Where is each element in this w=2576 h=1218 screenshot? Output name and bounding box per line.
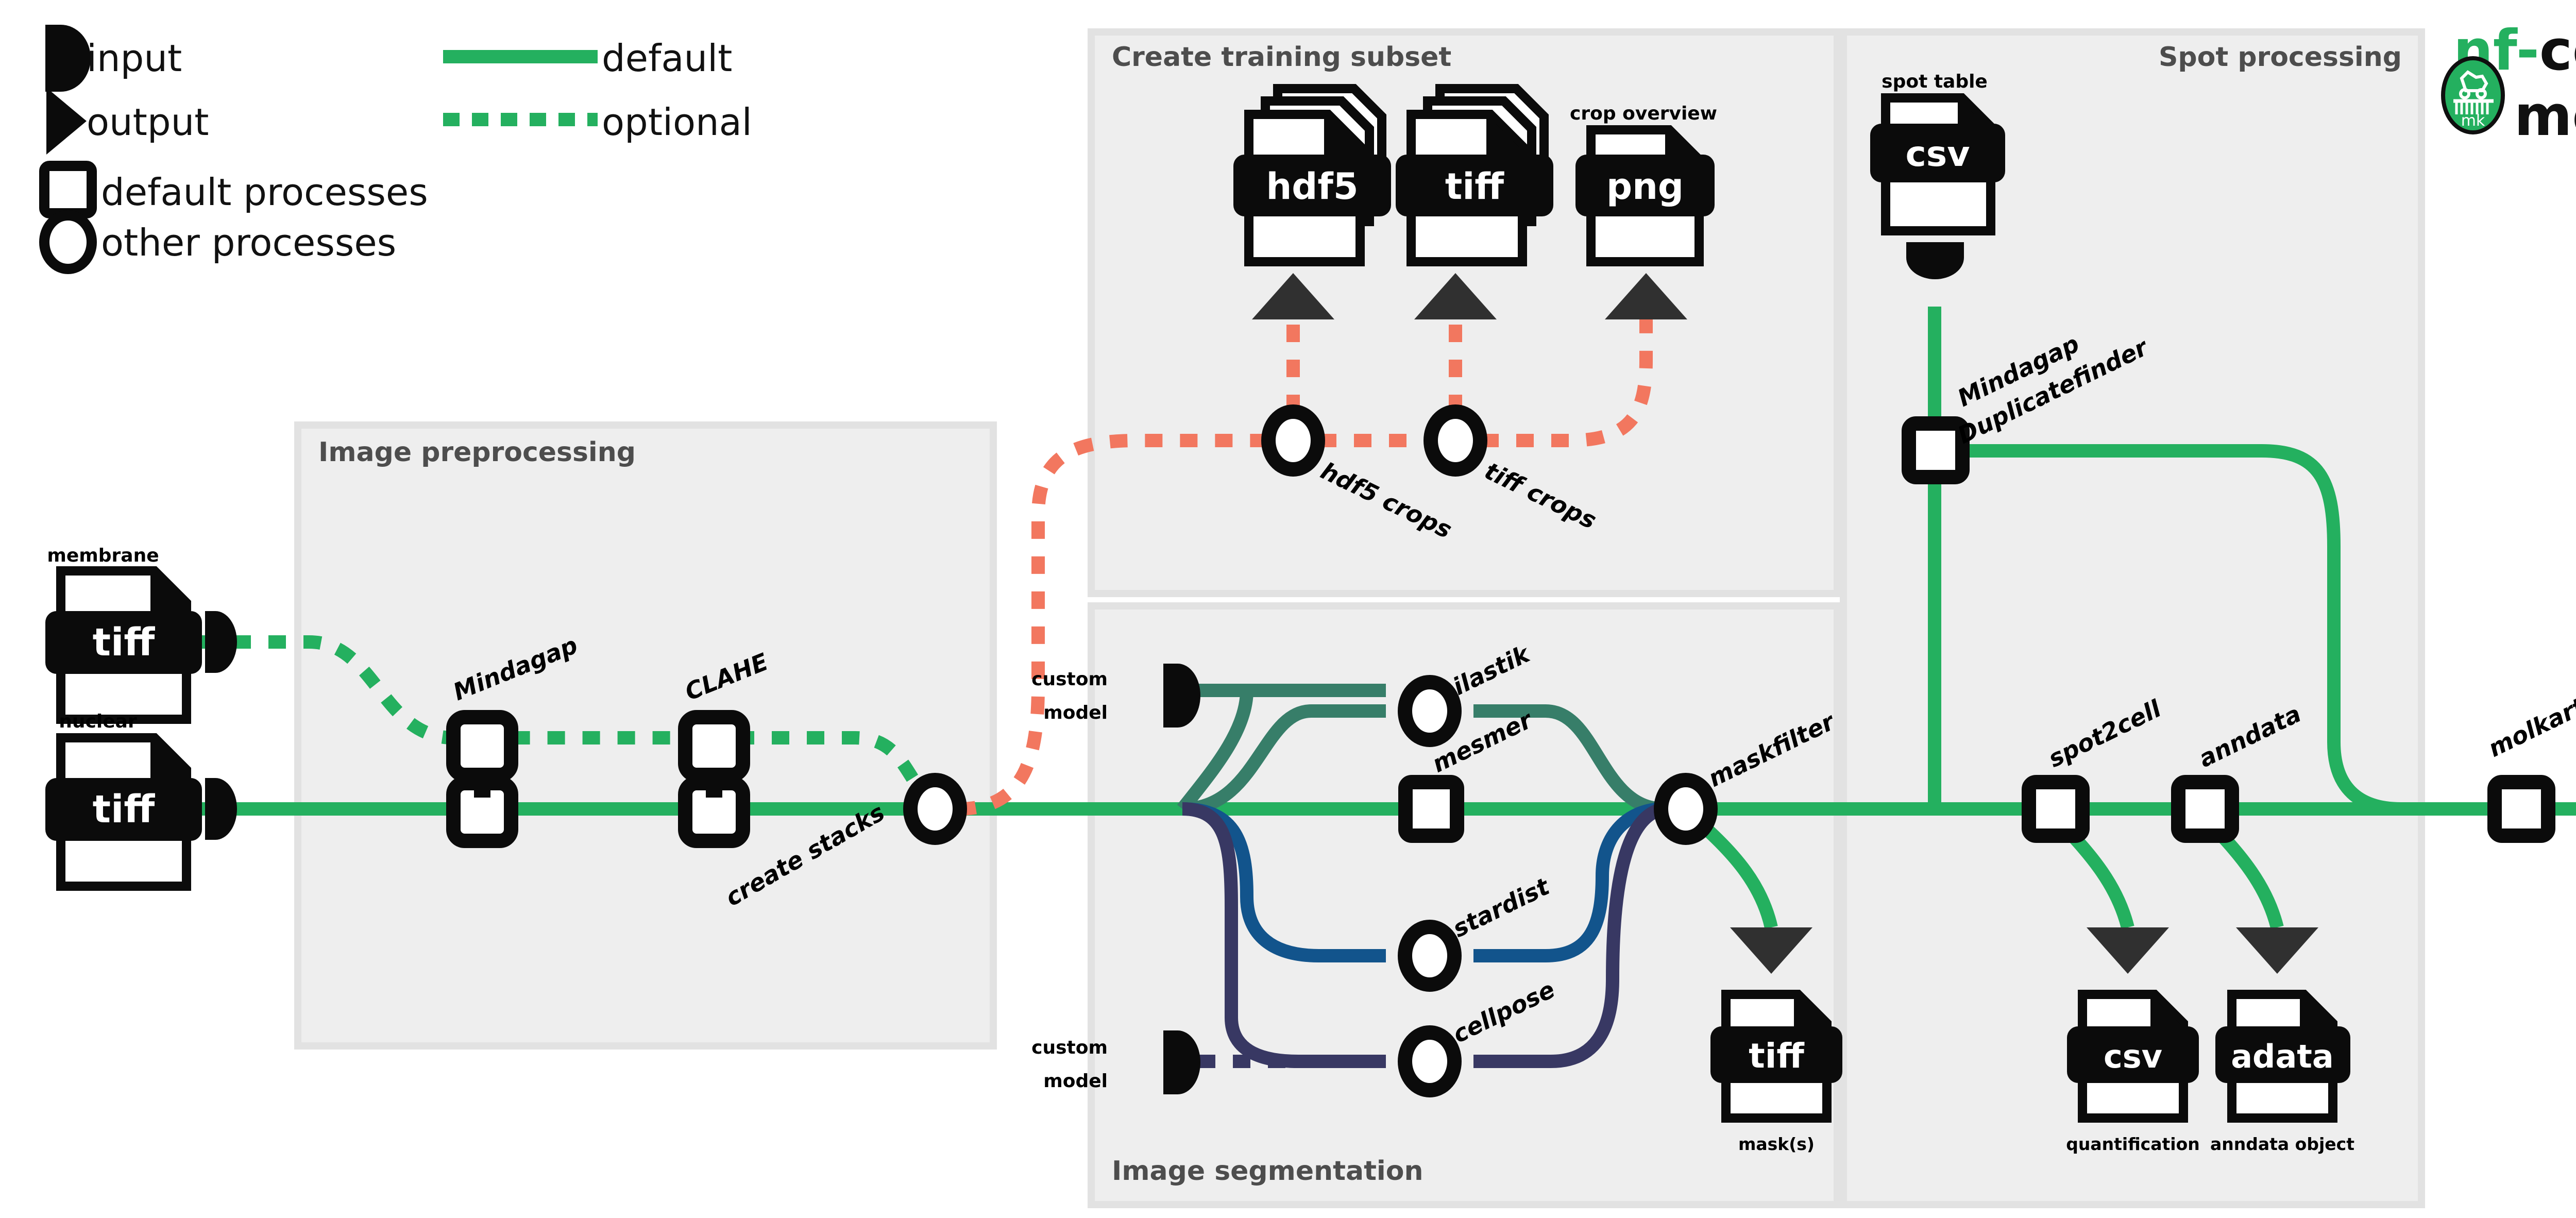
process-label-maskfilter: maskfilter	[1704, 707, 1840, 792]
edge-tiffcrops-to-png	[1481, 318, 1653, 447]
input-filetype-membrane: tiff	[93, 620, 156, 665]
output-file-mask-tiff[interactable]: tiff mask(s)	[1710, 990, 1842, 1154]
output-filetype-png: png	[1606, 165, 1684, 208]
process-create-stacks[interactable]: create stacks	[721, 773, 967, 912]
edge-cellpose-branch	[1182, 802, 1386, 1068]
output-arrow-png	[1605, 273, 1687, 319]
edge-duplicatefinder-right	[1964, 444, 2401, 816]
panel-title-image-preprocessing: Image preprocessing	[318, 437, 636, 468]
output-filetype-tiff-crops: tiff	[1445, 165, 1504, 208]
input-filetype-nuclear: tiff	[93, 787, 156, 832]
logo-name: molkart	[2514, 84, 2576, 148]
circle-process-icon	[39, 210, 97, 274]
edge-stardist-return	[1473, 802, 1665, 962]
process-cellpose[interactable]: cellpose	[1398, 975, 1559, 1097]
input-filetype-spot-table: csv	[1905, 134, 1970, 175]
legend-label-default-processes: default processes	[101, 171, 428, 214]
input-connector-icon	[45, 25, 91, 92]
output-file-anndata-object[interactable]: adata anndata object	[2210, 990, 2354, 1154]
output-filetype-hdf5: hdf5	[1266, 165, 1358, 208]
output-file-tiff-stack[interactable]: tiff	[1396, 84, 1553, 266]
output-arrow-mask	[1730, 927, 1812, 974]
process-label-mindagap: Mindagap	[449, 631, 582, 706]
process-label-spot2cell: spot2cell	[2044, 694, 2166, 772]
output-caption-anndata-object: anndata object	[2210, 1134, 2354, 1154]
output-arrow-hdf5	[1252, 273, 1334, 319]
legend: input output default processes other pro…	[39, 25, 752, 274]
process-label-stardist: stardist	[1448, 872, 1554, 943]
process-anndata[interactable]: anndata	[2171, 700, 2306, 843]
process-maskfilter[interactable]: maskfilter	[1654, 707, 1840, 845]
output-filetype-mask: tiff	[1749, 1036, 1805, 1076]
process-stardist[interactable]: stardist	[1398, 872, 1554, 992]
edge-crops-optional	[958, 434, 1267, 816]
logo-badge-text: mk	[2461, 112, 2485, 130]
process-label-anndata: anndata	[2194, 700, 2306, 773]
process-label-cellpose: cellpose	[1448, 975, 1559, 1048]
output-filetype-anndata: adata	[2231, 1038, 2334, 1075]
input-caption-spot-table: spot table	[1882, 71, 1988, 92]
legend-label-optional-line: optional	[602, 100, 752, 144]
input-custom-model-ilastik[interactable]: custom model	[1031, 664, 1200, 728]
panel-title-image-segmentation: Image segmentation	[1112, 1156, 1423, 1187]
process-tiff-crops[interactable]: tiff crops	[1423, 404, 1601, 534]
custom-model-cellpose-line2: model	[1043, 1071, 1108, 1092]
process-clahe[interactable]: CLAHE	[678, 648, 772, 848]
output-file-png-crop-overview[interactable]: crop overview png	[1570, 103, 1717, 266]
custom-model-cellpose-line1: custom	[1031, 1037, 1108, 1058]
molkart-badge-icon: mk	[2441, 56, 2505, 134]
edge-custommodel-ilastik-drop	[1177, 690, 1253, 814]
panel-image-preprocessing	[294, 421, 997, 1050]
input-custom-model-cellpose[interactable]: custom model	[1031, 1030, 1200, 1094]
output-filetype-quantification: csv	[2104, 1038, 2162, 1075]
edge-maskfilter-to-mask	[1696, 818, 1778, 929]
custom-model-ilastik-line1: custom	[1031, 669, 1108, 690]
process-label-ilastik: ilastik	[1448, 639, 1535, 701]
output-arrow-icon	[46, 88, 87, 155]
input-file-membrane[interactable]: membrane tiff	[45, 545, 237, 724]
edge-cellpose-return	[1473, 802, 1666, 1068]
output-arrow-anndata-object	[2236, 927, 2318, 974]
legend-label-input: input	[87, 37, 182, 80]
output-file-quantification-csv[interactable]: csv quantification	[2066, 990, 2200, 1154]
legend-label-other-processes: other processes	[101, 221, 396, 264]
output-arrow-quantification	[2087, 927, 2169, 974]
input-file-nuclear[interactable]: nuclear tiff	[45, 711, 237, 891]
square-process-icon	[39, 161, 97, 218]
panel-image-segmentation	[1088, 602, 1841, 1208]
nf-core-logo[interactable]: nf-core/ mk molkart	[2441, 10, 2576, 148]
process-label-hdf5-crops: hdf5 crops	[1316, 456, 1456, 544]
panel-title-spot-processing: Spot processing	[2159, 42, 2402, 73]
output-caption-mask: mask(s)	[1738, 1134, 1815, 1154]
input-file-spot-table[interactable]: spot table csv	[1870, 71, 2005, 279]
custom-model-ilastik-line2: model	[1043, 702, 1108, 723]
process-label-clahe: CLAHE	[681, 648, 772, 706]
edge-ilastik-return	[1473, 704, 1665, 816]
legend-label-default-line: default	[602, 37, 732, 80]
legend-label-output: output	[87, 100, 209, 144]
output-arrow-tiff-crops	[1414, 273, 1497, 319]
edge-ilastik-branch	[1182, 704, 1386, 816]
output-caption-quantification: quantification	[2066, 1134, 2200, 1154]
process-mindagap-duplicatefinder[interactable]: Mindagap Duplicatefinder	[1902, 329, 2154, 484]
logo-prefix-core: core/	[2539, 19, 2576, 83]
process-label-tiff-crops: tiff crops	[1480, 456, 1601, 534]
input-caption-nuclear: nuclear	[59, 711, 137, 732]
process-spot2cell[interactable]: spot2cell	[2022, 694, 2166, 843]
input-caption-membrane: membrane	[47, 545, 159, 566]
output-caption-crop-overview: crop overview	[1570, 103, 1717, 124]
process-mindagap[interactable]: Mindagap	[446, 631, 582, 848]
panel-title-create-training-subset: Create training subset	[1112, 42, 1451, 73]
output-file-hdf5-stack[interactable]: hdf5	[1233, 84, 1391, 266]
process-label-molkartqc: molkartqc	[2484, 679, 2576, 763]
process-molkartqc[interactable]: molkartqc	[2484, 679, 2576, 843]
